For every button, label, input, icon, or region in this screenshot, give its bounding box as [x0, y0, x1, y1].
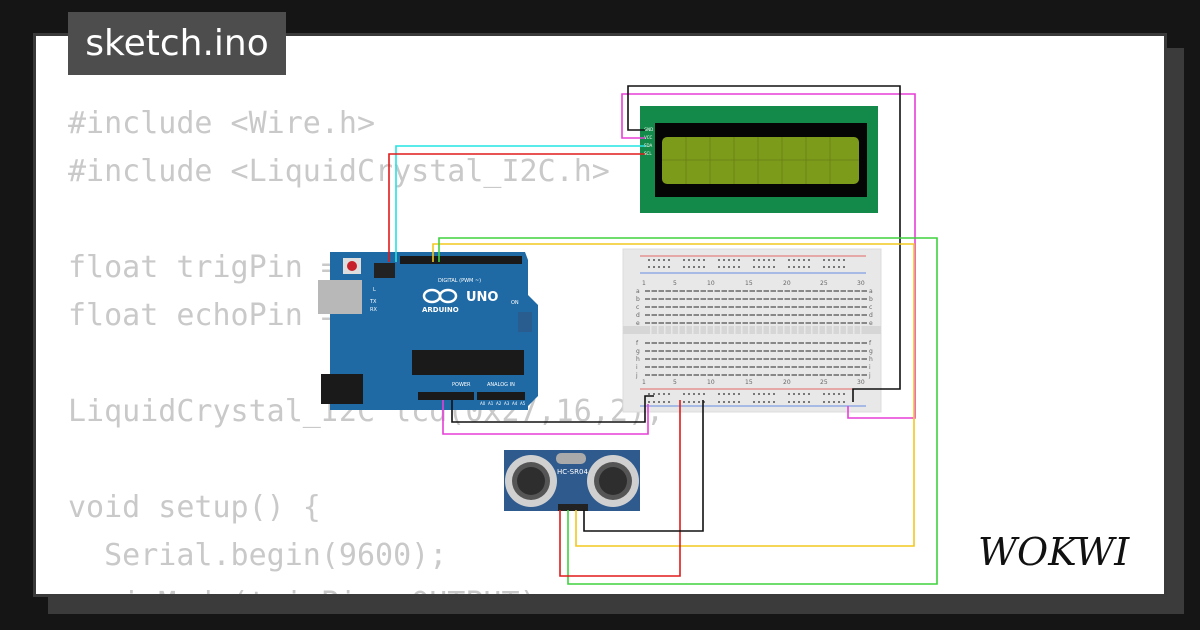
- wire-black-gnd: [451, 395, 654, 423]
- breadboard-row-label: b: [636, 296, 640, 303]
- breadboard-col-label: 1: [642, 379, 646, 386]
- rx-led-label: RX: [370, 307, 377, 313]
- breadboard-row-label: b: [869, 296, 873, 303]
- atmega-chip: [412, 350, 524, 375]
- breadboard-row-label: i: [636, 364, 638, 371]
- wire-cyan-sda: [395, 145, 645, 262]
- power-header-label: POWER: [452, 382, 471, 388]
- digital-header-label: DIGITAL (PWM ~): [438, 278, 481, 284]
- tx-led-label: TX: [369, 299, 377, 305]
- breadboard-col-label: 5: [673, 379, 677, 386]
- code-line: void setup() {: [68, 490, 321, 525]
- code-line: #include <Wire.h>: [68, 106, 376, 141]
- breadboard-col-label: 5: [673, 280, 677, 287]
- usb-port: [318, 280, 362, 314]
- breadboard-row-label: h: [636, 356, 640, 363]
- wire-red-vcc: [559, 400, 681, 577]
- breadboard-row-label: e: [869, 320, 873, 327]
- breadboard-row-label: f: [869, 340, 872, 347]
- analog-pin-label: A5: [520, 401, 526, 406]
- analog-pin-label: A1: [488, 401, 494, 406]
- wire-red-scl: [388, 153, 645, 262]
- analog-pin-label: A4: [512, 401, 518, 406]
- breadboard-col-label: 10: [707, 280, 715, 287]
- breadboard-col-label: 15: [745, 280, 753, 287]
- code-line: #include <LiquidCrystal_I2C.h>: [68, 154, 610, 189]
- breadboard-row-label: j: [635, 372, 638, 379]
- analog-pin-label: A2: [496, 401, 502, 406]
- infinity-logo-icon: [422, 288, 458, 304]
- power-jack: [321, 374, 363, 404]
- wires: [388, 85, 938, 585]
- hc-sr04-sensor[interactable]: HC-SR04: [504, 450, 640, 511]
- breadboard-col-label: 15: [745, 379, 753, 386]
- breadboard-row-label: j: [868, 372, 871, 379]
- sensor-model-label: HC-SR04: [557, 468, 588, 476]
- wire-black-sensor-gnd: [583, 400, 704, 532]
- analog-header-label: ANALOG IN: [487, 382, 515, 388]
- wokwi-logo-text: WOKWI: [978, 530, 1130, 574]
- sketch-title-badge: sketch.ino: [68, 12, 286, 75]
- breadboard-row-label: g: [869, 348, 873, 355]
- wire-yellow-trig: [432, 243, 915, 547]
- breadboard-holes-top-rail: [648, 259, 845, 268]
- analog-pin-label: A0: [480, 401, 486, 406]
- l-led-label: L: [373, 287, 376, 293]
- breadboard-row-label: f: [636, 340, 639, 347]
- breadboard[interactable]: 1 5 10 15 20 25 30 1 5 10 15 20 25 30 a …: [622, 248, 882, 413]
- wire-magenta-gnd: [442, 400, 649, 435]
- breadboard-row-label: a: [636, 288, 640, 295]
- breadboard-col-label: 25: [820, 379, 828, 386]
- wire-magenta-lcd: [621, 93, 916, 419]
- breadboard-row-label: e: [636, 320, 640, 327]
- breadboard-col-label: 10: [707, 379, 715, 386]
- breadboard-row-label: d: [636, 312, 640, 319]
- power-header: [418, 392, 474, 400]
- lcd-pin-label: GND: [644, 127, 653, 132]
- digital-header: [400, 256, 522, 264]
- breadboard-col-label: 1: [642, 280, 646, 287]
- breadboard-col-label: 20: [783, 379, 791, 386]
- breadboard-row-label: d: [869, 312, 873, 319]
- lcd-display[interactable]: GND VCC SDA SCL: [640, 106, 878, 213]
- breadboard-row-label: h: [869, 356, 873, 363]
- on-led-label: ON: [511, 300, 519, 306]
- wire-green-echo: [438, 237, 938, 585]
- breadboard-col-label: 30: [857, 379, 865, 386]
- wokwi-logo: WOKWI: [978, 530, 1130, 574]
- breadboard-row-label: a: [869, 288, 873, 295]
- code-line: Serial.begin(9600);: [68, 538, 448, 573]
- lcd-pin-label: SDA: [644, 143, 653, 148]
- lcd-pin-label: VCC: [644, 135, 653, 140]
- breadboard-col-label: 25: [820, 280, 828, 287]
- wire-black-lcd: [627, 85, 901, 402]
- analog-pin-label: A3: [504, 401, 510, 406]
- breadboard-row-label: i: [869, 364, 871, 371]
- preview-card: #include <Wire.h> #include <LiquidCrystal…: [33, 33, 1167, 597]
- breadboard-holes-bottom-rail: [648, 393, 845, 403]
- breadboard-row-label: g: [636, 348, 640, 355]
- code-line: pinMode(trigPin, OUTPUT);: [68, 580, 664, 594]
- arduino-model-label: UNO: [466, 290, 499, 305]
- breadboard-col-label: 20: [783, 280, 791, 287]
- breadboard-row-label: c: [869, 304, 872, 311]
- breadboard-row-label: c: [636, 304, 639, 311]
- breadboard-col-label: 30: [857, 280, 865, 287]
- lcd-pin-label: SCL: [644, 151, 652, 156]
- arduino-brand-label: ARDUINO: [422, 306, 459, 314]
- arduino-uno-board[interactable]: UNO ARDUINO DIGITAL (PWM ~) POWER ANALOG…: [318, 252, 538, 410]
- analog-header: [477, 392, 525, 400]
